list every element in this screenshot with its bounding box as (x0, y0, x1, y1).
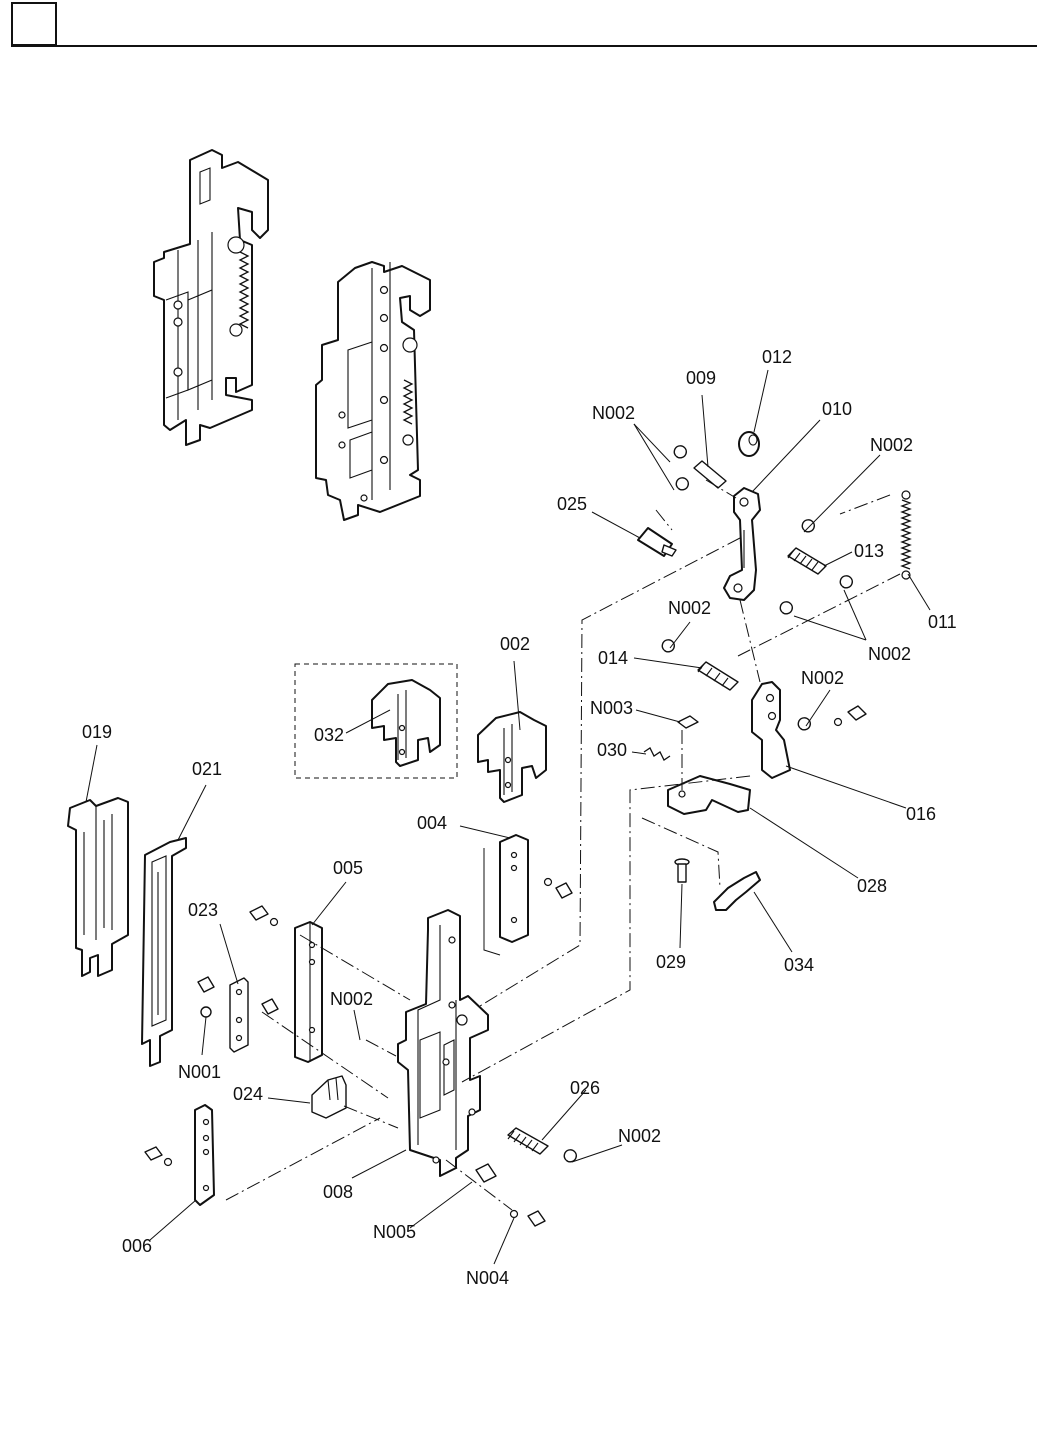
part-004 (484, 835, 572, 955)
label-n001: N001 (178, 1062, 221, 1082)
part-002 (478, 712, 546, 802)
label-028: 028 (857, 876, 887, 896)
part-006 (195, 1105, 214, 1205)
part-028 (668, 776, 750, 814)
label-009: 009 (686, 368, 716, 388)
label-n005: N005 (373, 1222, 416, 1242)
part-013 (788, 548, 826, 574)
part-024 (312, 1076, 346, 1118)
screw-005 (250, 906, 278, 926)
part-n003 (678, 716, 698, 728)
part-005 (295, 922, 322, 1062)
label-030: 030 (597, 740, 627, 760)
assembled-view-front (154, 150, 268, 445)
part-034 (714, 872, 760, 910)
part-019 (68, 798, 128, 976)
label-n003: N003 (590, 698, 633, 718)
label-005: 005 (333, 858, 363, 878)
label-016: 016 (906, 804, 936, 824)
part-030 (644, 748, 670, 760)
label-008: 008 (323, 1182, 353, 1202)
label-n002-016: N002 (801, 668, 844, 688)
label-006: 006 (122, 1236, 152, 1256)
part-011-spring (902, 491, 910, 579)
label-024: 024 (233, 1084, 263, 1104)
label-025: 025 (557, 494, 587, 514)
part-023 (230, 978, 248, 1052)
label-n002-top-left: N002 (592, 403, 635, 423)
part-029 (675, 859, 689, 882)
part-009 (694, 461, 726, 488)
part-014 (662, 640, 738, 690)
label-n002-mid: N002 (668, 598, 711, 618)
label-021: 021 (192, 759, 222, 779)
label-010: 010 (822, 399, 852, 419)
label-n002-top-right: N002 (870, 435, 913, 455)
part-n004-screw (511, 1211, 546, 1227)
part-016 (752, 682, 866, 778)
part-021 (142, 838, 186, 1066)
label-032: 032 (314, 725, 344, 745)
part-008 (398, 910, 488, 1176)
label-014: 014 (598, 648, 628, 668)
label-n004: N004 (466, 1268, 509, 1288)
label-n002-center: N002 (330, 989, 373, 1009)
screw-006 (145, 1147, 172, 1166)
label-012: 012 (762, 347, 792, 367)
label-n002-right: N002 (868, 644, 911, 664)
clips-n002-left (674, 446, 688, 490)
label-029: 029 (656, 952, 686, 972)
label-004: 004 (417, 813, 447, 833)
part-n005-pin (476, 1164, 496, 1182)
part-025 (638, 528, 676, 556)
part-026 (508, 1128, 576, 1162)
label-023: 023 (188, 900, 218, 920)
label-019: 019 (82, 722, 112, 742)
assembled-view-rear (316, 262, 430, 520)
label-034: 034 (784, 955, 814, 975)
label-n002-lower: N002 (618, 1126, 661, 1146)
label-013: 013 (854, 541, 884, 561)
label-002: 002 (500, 634, 530, 654)
part-032 (372, 680, 440, 766)
part-012 (739, 432, 759, 456)
label-026: 026 (570, 1078, 600, 1098)
label-011: 011 (928, 612, 957, 632)
